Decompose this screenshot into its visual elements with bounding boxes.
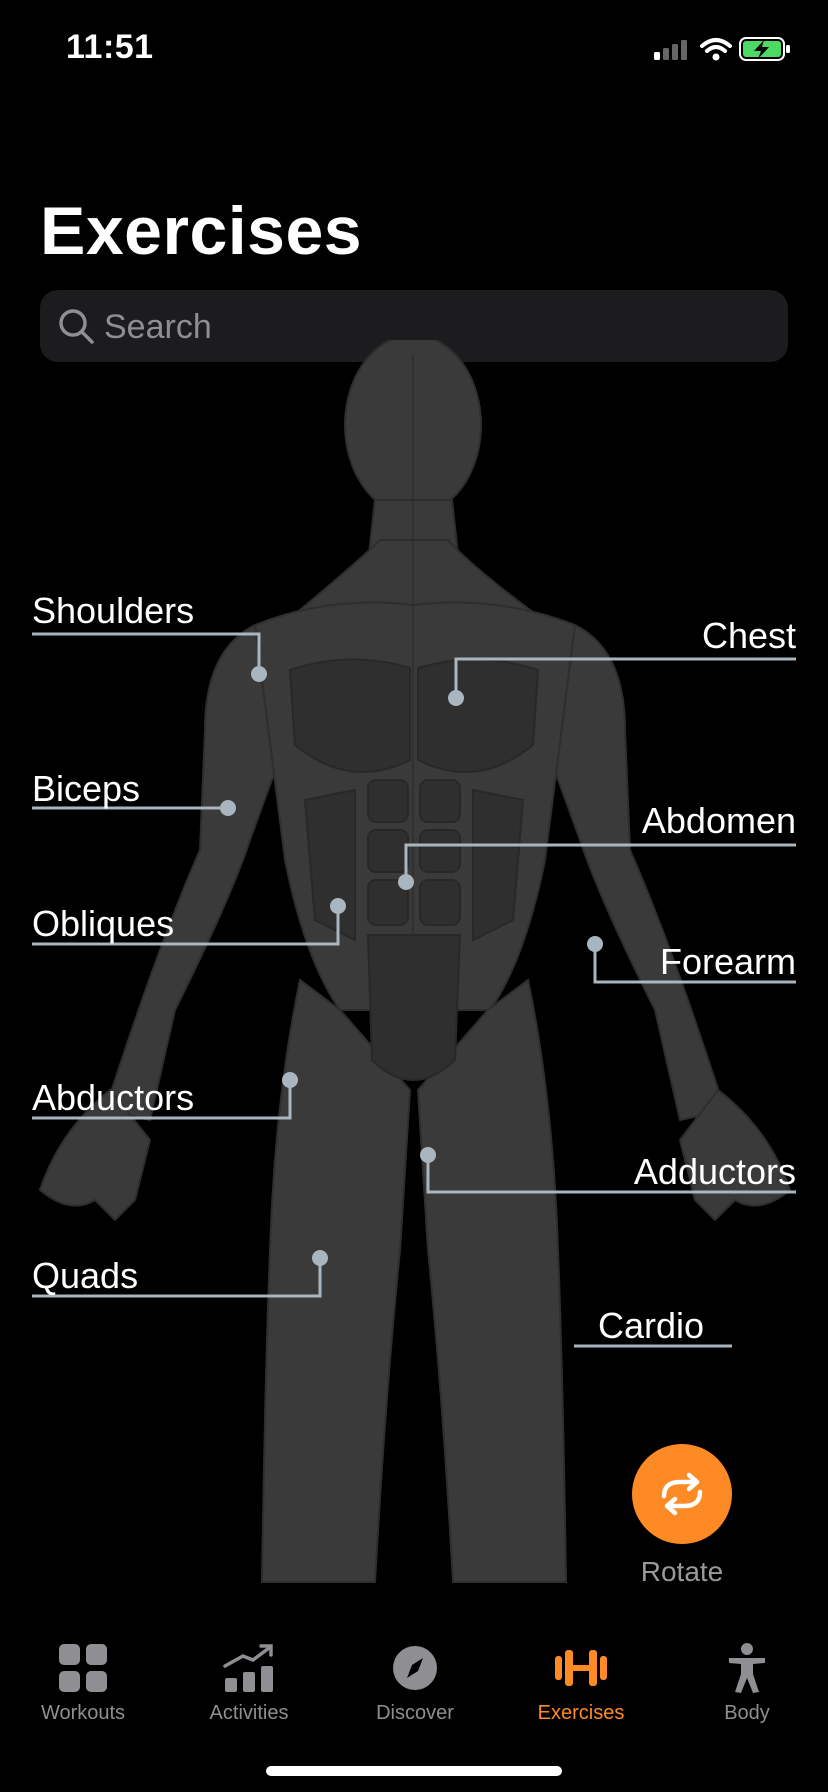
- muscle-label-adductors[interactable]: Adductors: [633, 1151, 796, 1192]
- muscle-label-abdomen[interactable]: Abdomen: [641, 800, 796, 841]
- trapezius: [297, 539, 533, 611]
- muscle-label-obliques[interactable]: Obliques: [32, 903, 175, 944]
- tab-activities[interactable]: Activities: [166, 1620, 332, 1730]
- abs-3: [367, 829, 409, 873]
- right-arm: [538, 623, 727, 1122]
- wifi-icon: [700, 38, 732, 61]
- abs-5: [367, 879, 409, 926]
- muscle-label-quads[interactable]: Quads: [32, 1255, 139, 1296]
- right-leg: [416, 978, 568, 1583]
- grid-icon: [59, 1644, 107, 1692]
- status-icons: [654, 34, 794, 68]
- muscle-label-cardio[interactable]: Cardio: [598, 1305, 705, 1346]
- rotate-icon: [661, 1472, 703, 1516]
- tab-label: Body: [724, 1702, 770, 1724]
- left-arm: [103, 623, 292, 1122]
- cellular-signal-icon: [654, 40, 687, 60]
- muscle-label-forearm[interactable]: Forearm: [659, 941, 796, 982]
- abs-4: [419, 829, 461, 873]
- search-icon: [59, 309, 94, 344]
- tab-body[interactable]: Body: [664, 1620, 828, 1730]
- abs-1: [367, 779, 409, 823]
- page-title: Exercises: [40, 193, 363, 269]
- left-pec: [288, 658, 411, 773]
- muscle-label-biceps[interactable]: Biceps: [32, 768, 141, 809]
- rotate-label: Rotate: [640, 1556, 724, 1587]
- compass-icon: [393, 1646, 437, 1690]
- tab-label: Activities: [209, 1702, 289, 1724]
- home-indicator[interactable]: [266, 1766, 562, 1776]
- abs-6: [419, 879, 461, 926]
- tab-label: Discover: [376, 1702, 454, 1724]
- tab-exercises[interactable]: Exercises: [498, 1620, 664, 1730]
- muscle-label-chest[interactable]: Chest: [701, 615, 796, 656]
- rotate-button[interactable]: [632, 1444, 732, 1544]
- lower-abs: [366, 934, 462, 1081]
- status-time: 11:51: [66, 28, 154, 66]
- tab-label: Exercises: [537, 1702, 625, 1724]
- person-icon: [729, 1643, 765, 1693]
- tab-discover[interactable]: Discover: [332, 1620, 498, 1730]
- tab-bar: Workouts Activities Discover Exercises: [0, 1620, 828, 1792]
- battery-charging-icon: [739, 37, 790, 61]
- left-leg: [260, 978, 412, 1583]
- right-pec: [417, 658, 540, 773]
- chart-trend-icon: [223, 1644, 273, 1692]
- abs-2: [419, 779, 461, 823]
- tab-workouts[interactable]: Workouts: [0, 1620, 166, 1730]
- dumbbell-icon: [555, 1650, 607, 1686]
- muscle-label-shoulders[interactable]: Shoulders: [32, 590, 195, 631]
- muscle-label-abductors[interactable]: Abductors: [32, 1077, 195, 1118]
- tab-label: Workouts: [40, 1702, 126, 1724]
- status-bar: 11:51: [0, 0, 828, 100]
